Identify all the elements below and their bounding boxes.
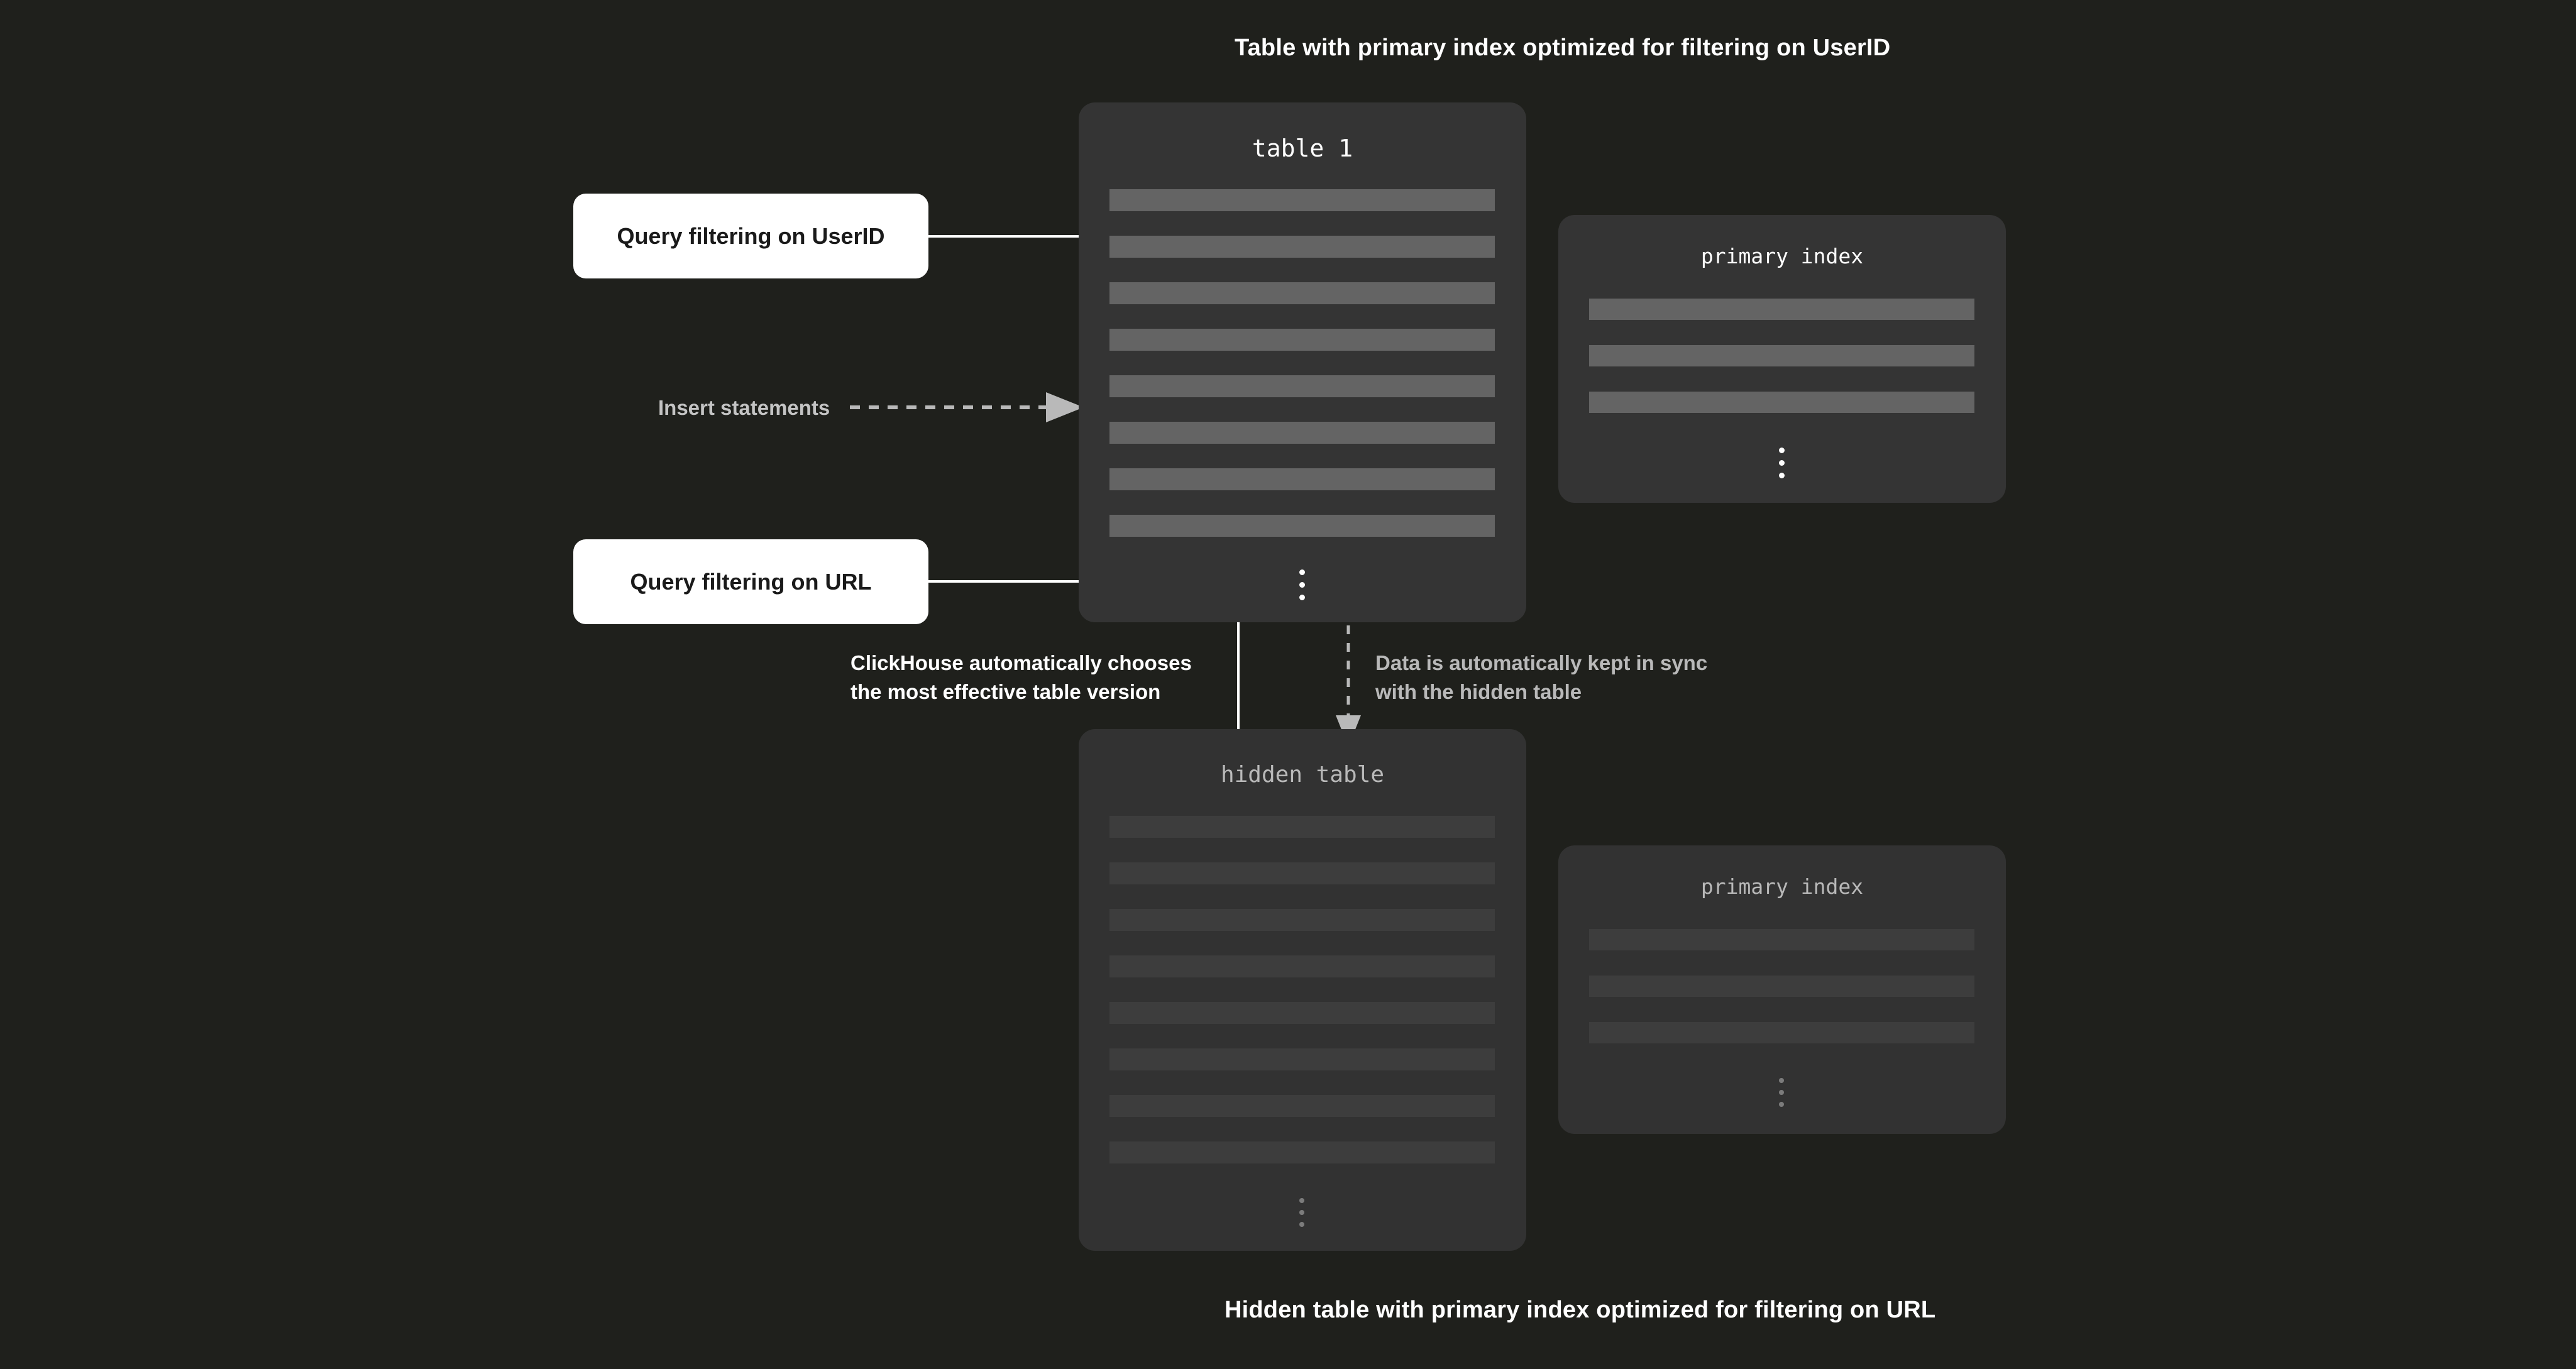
table-1-card[interactable]: table 1 [1079, 102, 1526, 622]
table-row [1109, 515, 1495, 537]
primary-index-title: primary index [1700, 874, 1864, 899]
table-row [1109, 422, 1495, 444]
table-row [1109, 816, 1495, 838]
table-row [1109, 909, 1495, 931]
index-row [1589, 976, 1974, 997]
index-row [1589, 929, 1974, 950]
table-row [1109, 1141, 1495, 1163]
query-box-userid[interactable]: Query filtering on UserID [573, 194, 928, 278]
query-box-url[interactable]: Query filtering on URL [573, 539, 928, 624]
vertical-ellipsis-icon [1779, 1078, 1785, 1114]
vertical-ellipsis-icon [1299, 569, 1306, 607]
index-row [1589, 1022, 1974, 1043]
table-row [1109, 236, 1495, 258]
table-row [1109, 329, 1495, 351]
query-box-userid-label: Query filtering on UserID [617, 223, 885, 249]
kept-in-sync-label: Data is automatically kept in sync with … [1375, 651, 1708, 703]
table-row [1109, 1048, 1495, 1070]
table-row [1109, 189, 1495, 211]
hidden-table-card[interactable]: hidden table [1079, 729, 1526, 1251]
table-row [1109, 1095, 1495, 1117]
primary-index-card-visible[interactable]: primary index [1558, 215, 2006, 503]
hidden-table-title: hidden table [1220, 762, 1385, 788]
page-title-bottom: Hidden table with primary index optimize… [1225, 1297, 1936, 1323]
table-row [1109, 1002, 1495, 1024]
index-row [1589, 299, 1974, 320]
page-title-top: Table with primary index optimized for f… [1235, 35, 1891, 61]
insert-statements-label: Insert statements [658, 396, 830, 419]
index-row [1589, 392, 1974, 413]
vertical-ellipsis-icon [1779, 448, 1785, 485]
query-box-url-label: Query filtering on URL [630, 568, 872, 595]
vertical-ellipsis-icon [1299, 1198, 1306, 1234]
table-row [1109, 955, 1495, 977]
index-row [1589, 345, 1974, 366]
table-1-title: table 1 [1252, 135, 1353, 162]
chooses-version-label: ClickHouse automatically chooses the mos… [850, 651, 1192, 703]
primary-index-title: primary index [1700, 244, 1864, 268]
primary-index-card-hidden[interactable]: primary index [1558, 845, 2006, 1134]
table-row [1109, 468, 1495, 490]
table-row [1109, 862, 1495, 884]
table-row [1109, 282, 1495, 304]
table-row [1109, 375, 1495, 397]
